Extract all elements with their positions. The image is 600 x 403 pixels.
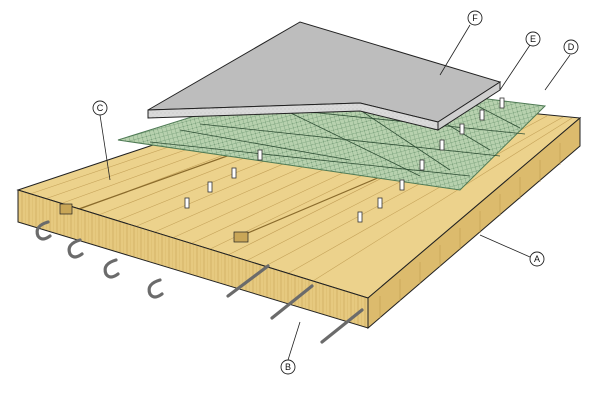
front-groove-2 — [233, 231, 249, 243]
callout-label-A: A — [534, 254, 540, 264]
connectors — [184, 97, 505, 223]
connector-6 — [377, 197, 383, 209]
connector-4 — [257, 149, 263, 161]
callout-label-E: E — [530, 34, 536, 44]
callout-line-C — [99, 114, 111, 181]
callout-label-B: B — [285, 362, 291, 372]
connector-9 — [439, 139, 445, 151]
callout-label-C: C — [97, 103, 104, 113]
callout-label-F: F — [472, 13, 478, 23]
callout-label-D: D — [568, 42, 575, 52]
callout-F: F — [467, 10, 483, 26]
callouts: A B C D E F — [92, 10, 579, 375]
front-groove-1 — [59, 203, 73, 215]
callout-line-E — [499, 44, 531, 91]
connector-2 — [207, 181, 213, 193]
hook-bar-1 — [35, 220, 52, 241]
hook-bar-3 — [103, 258, 120, 279]
steel-rod-2 — [270, 284, 314, 320]
callout-B: B — [280, 359, 296, 375]
concrete-slab — [147, 21, 502, 131]
callout-A: A — [529, 251, 545, 267]
connector-5 — [357, 211, 363, 223]
callout-line-F — [439, 24, 471, 76]
connector-3 — [231, 167, 237, 179]
connector-10 — [459, 123, 465, 135]
callout-line-B — [287, 321, 301, 361]
steel-rod-3 — [320, 308, 364, 344]
connector-11 — [479, 109, 485, 121]
hook-bars — [35, 220, 164, 299]
callout-E: E — [525, 31, 541, 47]
callout-line-D — [544, 54, 571, 91]
steel-rod-1 — [226, 264, 270, 298]
connector-12 — [499, 97, 505, 109]
callout-C: C — [92, 100, 108, 116]
callout-lines — [99, 24, 571, 361]
connector-7 — [399, 179, 405, 191]
callout-D: D — [563, 39, 579, 55]
hook-bar-2 — [67, 238, 84, 259]
deck-right-grain — [379, 143, 561, 318]
callout-line-A — [479, 234, 531, 258]
deck-right-face — [367, 116, 581, 330]
connector-1 — [184, 197, 190, 209]
hook-bar-4 — [147, 278, 164, 299]
connector-8 — [419, 159, 425, 171]
steel-rods — [226, 264, 364, 344]
